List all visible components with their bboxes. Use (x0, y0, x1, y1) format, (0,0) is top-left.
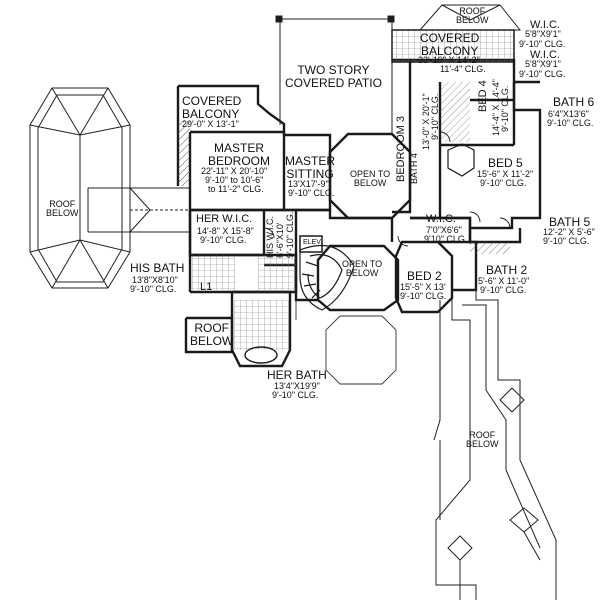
patio-label: TWO STORY COVERED PATIO (285, 63, 382, 90)
spiral-stair (299, 244, 355, 311)
roof-below-right-label: ROOF BELOW (466, 430, 499, 450)
bath6-name: BATH 6 (553, 95, 595, 109)
bath2-name: BATH 2 (486, 263, 528, 277)
his-bath-clg: 9'-10" CLG. (130, 284, 177, 294)
bath5-dims: 12'-2" X 5'-6" (543, 227, 595, 237)
master-bedroom-dims: 22'-11" X 20'-10" (201, 166, 268, 176)
bed5-clg: 9'-10" CLG. (480, 178, 527, 188)
l1-label: L1 (200, 281, 213, 293)
hatched-areas (178, 29, 515, 350)
open-to-below-2-label: OPEN TO BELOW (342, 259, 383, 279)
roof-below-small-label: ROOF BELOW (190, 321, 234, 348)
bed5-name: BED 5 (488, 156, 523, 170)
his-wic-clg: 9'-10" CLG. (285, 211, 295, 258)
wic-top2-name: W.I.C. (530, 49, 560, 61)
left-roof (29, 87, 191, 289)
wic-top2-dims: 5'8"X9'1" (525, 59, 561, 69)
bath5-name: BATH 5 (549, 215, 591, 229)
his-bath-dims: 13'8"X8'10" (132, 275, 178, 285)
bedroom3-clg: 9'-10" CLG. (430, 93, 440, 140)
wic-top1-clg: 9'-10" CLG. (519, 39, 566, 49)
master-bedroom-name: MASTER BEDROOM (208, 141, 271, 168)
elev-label: ELEV. (303, 239, 323, 246)
bath4-label: BATH 4 (409, 153, 419, 184)
tub (244, 346, 278, 364)
her-wic-name: HER W.I.C. (196, 213, 253, 225)
bed-octagon (447, 143, 475, 177)
covered-balcony-left-name: COVERED BALCONY (182, 94, 242, 121)
open-to-below-1-label: OPEN TO BELOW (350, 169, 391, 189)
master-sitting-name: MASTER SITTING (285, 154, 336, 181)
doors (263, 131, 511, 247)
bed2-clg: 9'-10" CLG. (400, 291, 447, 301)
lower-level-outline (295, 300, 397, 385)
master-sitting-dims: 13'X17'-9" (288, 179, 329, 189)
bath6-dims: 6'4"X13'6" (548, 109, 589, 119)
bed4-name: BED 4 (477, 80, 489, 112)
his-bath-name: HIS BATH (130, 261, 185, 275)
master-sitting-clg: 9'-10" CLG. (288, 188, 335, 198)
covered-balcony-left-dims: 29'-0" X 13'-1" (182, 119, 239, 129)
bed2-name: BED 2 (407, 269, 442, 283)
right-roof (433, 290, 557, 600)
wic-mid-dims: 7'0"X6'6" (426, 225, 462, 235)
master-bedroom-clg: to 11'-2" CLG. (208, 184, 264, 194)
her-wic-clg: 9'-10" CLG. (200, 235, 247, 245)
bed5-dims: 15'-6" X 11'-2" (477, 169, 534, 179)
his-wic-dims: 6'-6"X10' (275, 222, 285, 258)
wic-mid-clg: 9'10" CLG. (424, 234, 468, 244)
wic-mid-name: W.I.C. (426, 213, 456, 225)
top-roof (418, 4, 522, 31)
covered-balcony-right-dims: 33'-10" X 14'-2" (418, 55, 480, 65)
bed4-clg: 9'-10" CLG. (500, 85, 510, 132)
wic-top1-name: W.I.C. (530, 19, 560, 31)
his-wic-name: HIS W.I.C. (265, 215, 275, 258)
bath2-dims: 5'-6" X 11'-0" (478, 276, 530, 286)
bedroom3-name: BEDROOM 3 (395, 115, 407, 182)
patio (275, 15, 395, 135)
roof-below-top-label: ROOF BELOW (456, 6, 489, 26)
wic-top1-dims: 5'8"X9'1" (525, 29, 561, 39)
covered-balcony-right-name: COVERED BALCONY (420, 31, 480, 58)
bath2-clg: 9'-10" CLG. (480, 285, 527, 295)
bath5-clg: 9'-10" CLG. (543, 236, 590, 246)
her-bath-clg: 9'-10" CLG. (272, 390, 319, 400)
roof-below-left-label: ROOF BELOW (46, 199, 79, 219)
elevator (299, 235, 323, 253)
bath6-clg: 9'-10" CLG. (547, 118, 594, 128)
her-bath-dims: 13'4"X19'9" (274, 381, 320, 391)
master-bedroom-dims2: 9'-10" to 10'-6" (205, 175, 264, 185)
wic-top2-clg: 9'-10" CLG. (519, 69, 566, 79)
covered-balcony-right-clg: 11'-4" CLG. (440, 64, 486, 74)
her-wic-dims: 14'-8" X 15'-8" (197, 226, 254, 236)
her-bath-name: HER BATH (267, 368, 327, 382)
bed2-dims: 15'-5" X 13' (400, 282, 446, 292)
